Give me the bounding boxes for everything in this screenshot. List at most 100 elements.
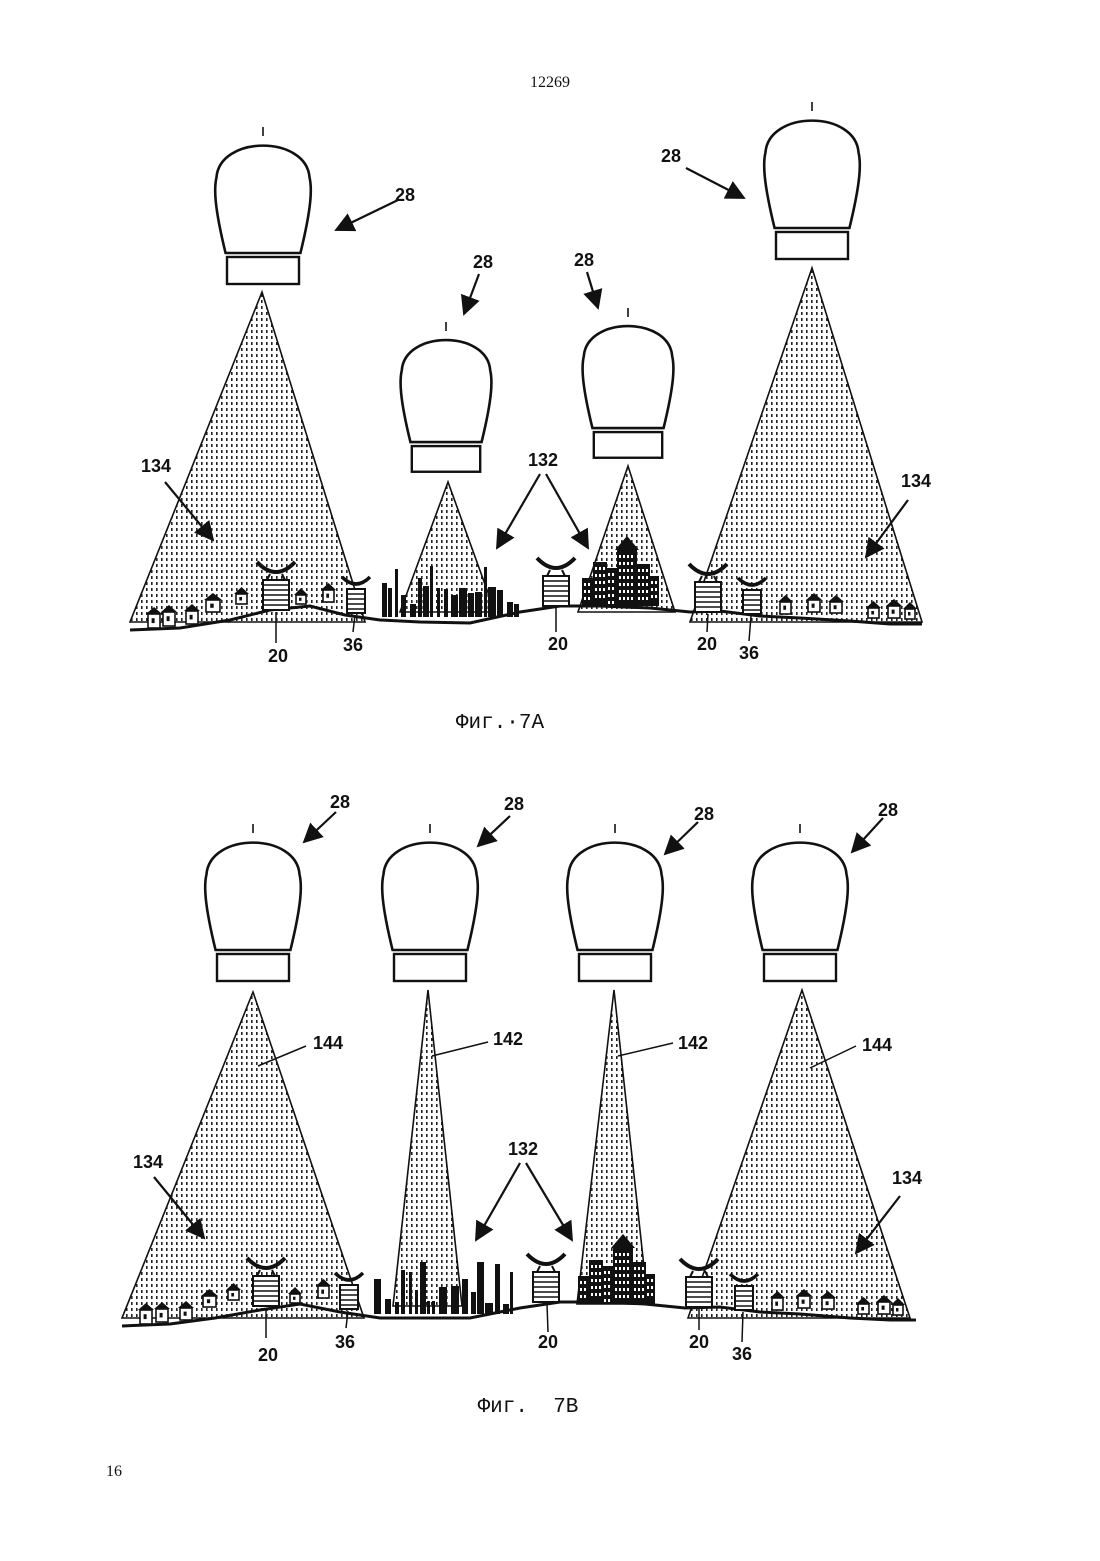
building-window (619, 1281, 621, 1284)
building (645, 1274, 655, 1304)
building-window (591, 1265, 593, 1268)
house-window (207, 1299, 210, 1303)
building-window (599, 595, 601, 598)
building-window (608, 1292, 610, 1295)
building-window (603, 588, 605, 591)
building-window (619, 590, 621, 593)
building-window (599, 1286, 601, 1289)
building-window (647, 1293, 649, 1296)
house-window (826, 1301, 829, 1305)
label-28: 28 (473, 252, 493, 272)
house-window (299, 598, 302, 601)
skyscraper (415, 1290, 418, 1314)
building-window (623, 569, 625, 572)
balloon-gondola (217, 954, 289, 981)
leader-36 (742, 1312, 743, 1342)
house-window (160, 1313, 163, 1318)
building-window (599, 567, 601, 570)
building-window (627, 1288, 629, 1291)
building-window (595, 1279, 597, 1282)
house-window (184, 1312, 187, 1316)
building-window (638, 1267, 640, 1270)
arrow-28-center-left (464, 274, 479, 314)
building-window (638, 569, 640, 572)
house-window (882, 1306, 885, 1310)
house-window (871, 611, 874, 615)
house-window (908, 612, 911, 616)
building-window (619, 555, 621, 558)
figure-7b: 282828281441421421441341341322036202036Ф… (122, 792, 922, 1419)
balloon (764, 102, 860, 259)
building-window (623, 583, 625, 586)
leader-142-right (618, 1043, 673, 1056)
skyscraper (510, 1272, 513, 1314)
skyscraper (401, 1270, 405, 1314)
building-window (608, 1299, 610, 1302)
skyscraper (395, 1302, 399, 1314)
building-window (627, 1274, 629, 1277)
building-window (655, 595, 657, 598)
skyscraper (471, 1292, 476, 1314)
house-window (775, 1302, 778, 1306)
house-window (802, 1300, 805, 1304)
building-window (631, 583, 633, 586)
building-window (619, 569, 621, 572)
label-144-left: 144 (313, 1033, 343, 1053)
building-window (638, 583, 640, 586)
building-window (599, 1272, 601, 1275)
label-28: 28 (395, 185, 415, 205)
building-window (642, 576, 644, 579)
building-window (623, 597, 625, 600)
house-window (321, 1290, 324, 1294)
skyscraper (444, 589, 448, 617)
label-20: 20 (538, 1332, 558, 1352)
repeater-station (335, 1273, 363, 1309)
arrow-28-right (686, 168, 744, 198)
building-window (612, 601, 614, 604)
skyscraper (451, 1286, 459, 1314)
building-window (638, 1281, 640, 1284)
skyscraper (503, 1304, 509, 1314)
label-134-left: 134 (141, 456, 171, 476)
building-window (627, 590, 629, 593)
arrow-132-city-right (526, 1163, 572, 1240)
building-window (627, 576, 629, 579)
building-window (615, 1260, 617, 1263)
building-window (608, 1285, 610, 1288)
building-window (619, 562, 621, 565)
leader-142-left (432, 1042, 488, 1056)
building-window (651, 1279, 653, 1282)
building-window (646, 569, 648, 572)
building-window (623, 1260, 625, 1263)
building-window (591, 1293, 593, 1296)
arrow-28-center-right (587, 272, 598, 308)
building-window (584, 1281, 586, 1284)
ground-station (527, 1254, 565, 1302)
building-window (638, 1288, 640, 1291)
building-window (588, 590, 590, 593)
building-window (595, 567, 597, 570)
arrow-28 (304, 812, 336, 842)
skyscraper (410, 604, 416, 617)
building-window (638, 1274, 640, 1277)
building-window (588, 583, 590, 586)
balloon-envelope (215, 146, 311, 253)
building-window (608, 587, 610, 590)
building-window (623, 1295, 625, 1298)
building-window (627, 555, 629, 558)
house-window (896, 1308, 899, 1312)
skyscraper (385, 1299, 391, 1314)
building-window (642, 1274, 644, 1277)
building-window (623, 1288, 625, 1291)
skyscraper (418, 578, 422, 617)
skyscraper (420, 1262, 426, 1314)
label-20: 20 (258, 1345, 278, 1365)
skyscraper (497, 590, 503, 617)
skyscraper (475, 592, 482, 617)
balloon (382, 824, 478, 981)
building-window (603, 595, 605, 598)
building-window (619, 1253, 621, 1256)
arrow-28-left (336, 200, 398, 230)
